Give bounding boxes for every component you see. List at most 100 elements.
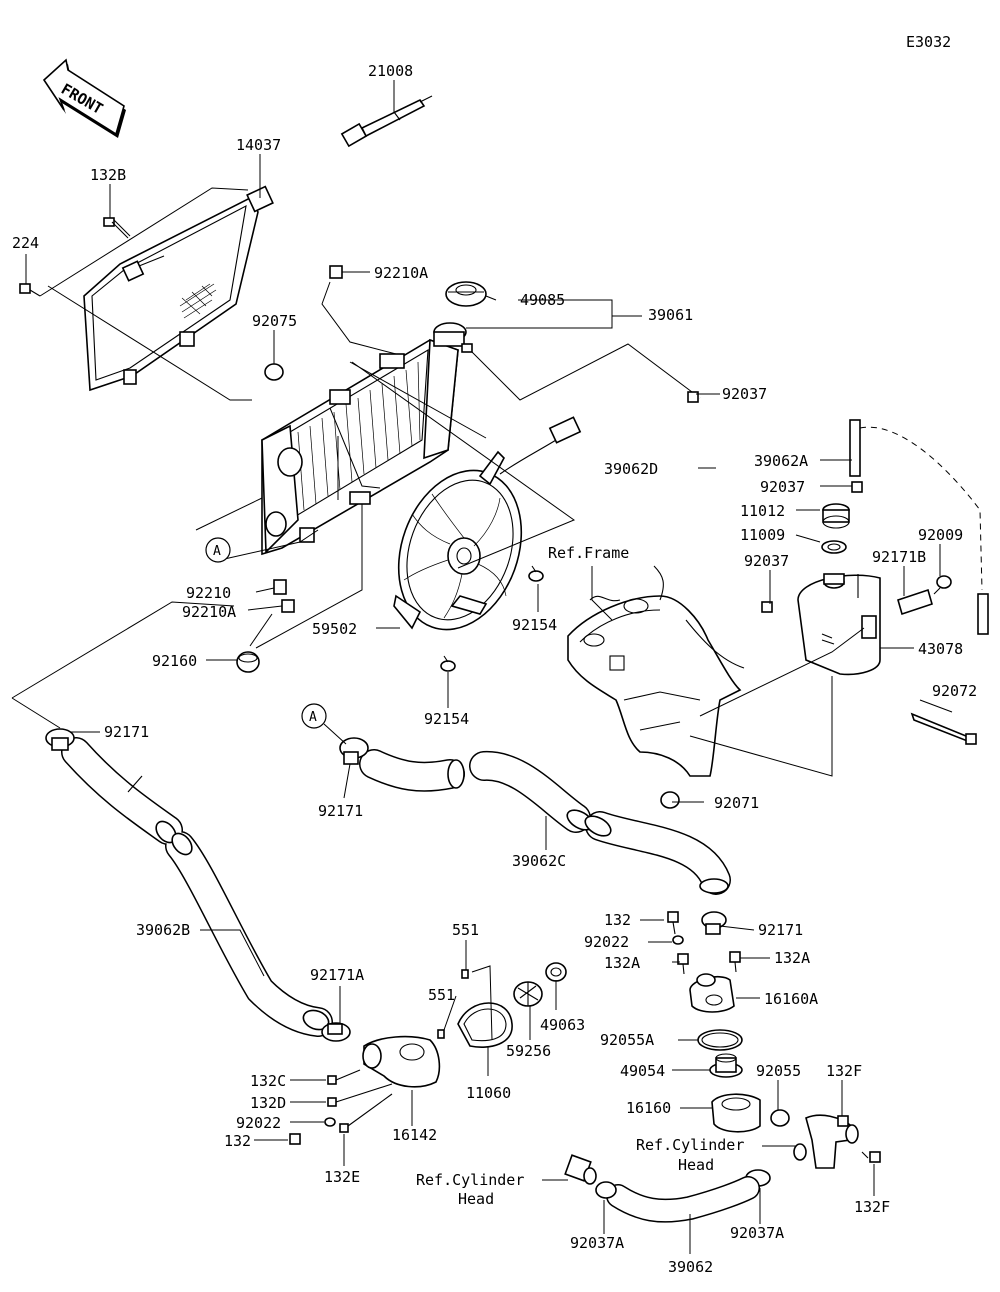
label-132E: 132E — [324, 1168, 360, 1186]
label-21008: 21008 — [368, 62, 413, 80]
diagram-code: E3032 — [906, 33, 951, 51]
label-92210A-top: 92210A — [374, 264, 428, 282]
thermostat-49054-icon — [709, 1053, 743, 1078]
label-39062B: 39062B — [136, 921, 190, 939]
svg-text:A: A — [213, 544, 221, 559]
bolt-132F-bottom-icon — [861, 1151, 881, 1163]
label-132F-bottom: 132F — [854, 1198, 890, 1216]
front-arrow-icon: FRONT — [42, 58, 126, 138]
label-132A-right: 132A — [774, 949, 810, 967]
bolt-132E-icon — [339, 1093, 393, 1133]
clip-92210-icon — [273, 579, 287, 595]
radiator-39061 — [261, 322, 473, 556]
label-132A-left: 132A — [604, 954, 640, 972]
grommet-92160-icon — [236, 651, 260, 673]
label-ref-cylinder-left-1: Ref.Cylinder — [416, 1171, 524, 1189]
outlet-fitting-icon — [805, 1114, 859, 1169]
label-11012: 11012 — [740, 502, 785, 520]
bolt-132B-icon — [103, 217, 131, 239]
part-labels: 21008 14037 132B 224 92210A 49085 39061 … — [12, 62, 977, 1276]
label-132B: 132B — [90, 166, 126, 184]
bolt-132A-right-icon — [729, 951, 741, 973]
label-92037-b: 92037 — [760, 478, 805, 496]
water-pump-cover-16142-icon — [362, 1035, 441, 1088]
label-14037: 14037 — [236, 136, 281, 154]
label-ref-cylinder-right-2: Head — [678, 1156, 714, 1174]
label-49054: 49054 — [620, 1062, 665, 1080]
gasket-11060-icon — [457, 1002, 513, 1048]
bolt-132C-icon — [327, 1069, 361, 1085]
bolt-132-bottom-icon — [289, 1133, 301, 1145]
hose-39062D-icon — [687, 391, 773, 613]
seal-49063-icon — [545, 962, 567, 982]
label-11009: 11009 — [740, 526, 785, 544]
grommet-92075-icon — [264, 363, 284, 381]
label-92022-right: 92022 — [584, 933, 629, 951]
label-92072: 92072 — [932, 682, 977, 700]
tank-cap-11012-icon — [822, 503, 850, 529]
hose-A-icon — [359, 749, 465, 792]
bolt-224-icon — [19, 283, 41, 297]
radiator-screen-14037 — [83, 185, 274, 392]
bolt-92009-icon — [933, 575, 952, 595]
label-92055A: 92055A — [600, 1031, 654, 1049]
callout-A-upper: A — [205, 537, 231, 563]
thermostat-housing-16160-icon — [711, 1093, 761, 1133]
label-132C: 132C — [250, 1072, 286, 1090]
bolt-92154-b-icon — [440, 655, 456, 672]
label-59502: 59502 — [312, 620, 357, 638]
label-ref-frame: Ref.Frame — [548, 544, 629, 562]
fan-switch-21008-icon — [340, 95, 433, 148]
thermostat-cover-16160A-icon — [689, 973, 735, 1013]
grommet-92071-icon — [660, 791, 680, 809]
label-92171-mid: 92171 — [318, 802, 363, 820]
label-92154-b: 92154 — [424, 710, 469, 728]
label-ref-cylinder-left-2: Head — [458, 1190, 494, 1208]
bolt-132-top-icon — [667, 911, 679, 935]
label-ref-cylinder-right-1: Ref.Cylinder — [636, 1136, 744, 1154]
clip-92210A-bottom-icon — [281, 599, 295, 613]
label-92037A-right: 92037A — [730, 1224, 784, 1242]
label-92037A-left: 92037A — [570, 1234, 624, 1252]
hose-39062C-icon — [469, 751, 731, 895]
cylinder-head-fitting-left-icon — [564, 1154, 597, 1185]
label-92171-right: 92171 — [758, 921, 803, 939]
clamp-92037A-left-icon — [595, 1181, 617, 1199]
label-92171-left: 92171 — [104, 723, 149, 741]
bolt-92154-a-icon — [528, 565, 544, 582]
label-92171A: 92171A — [310, 966, 364, 984]
label-224: 224 — [12, 234, 39, 252]
pipe-right-icon — [793, 1143, 807, 1161]
label-39062: 39062 — [668, 1258, 713, 1276]
label-551-top: 551 — [452, 921, 479, 939]
clamp-92171-left-icon — [45, 728, 75, 751]
label-92037-c: 92037 — [744, 552, 789, 570]
band-92072-icon — [910, 712, 977, 745]
label-92037-a: 92037 — [722, 385, 767, 403]
label-16142: 16142 — [392, 1126, 437, 1144]
label-92210A-bottom: 92210A — [182, 603, 236, 621]
impeller-59256-icon — [513, 981, 543, 1007]
o-ring-92055A-icon — [697, 1029, 743, 1051]
label-16160: 16160 — [626, 1099, 671, 1117]
frame-reference — [567, 565, 745, 777]
label-92022-left: 92022 — [236, 1114, 281, 1132]
label-132: 132 — [604, 911, 631, 929]
clamp-92037-b-icon — [851, 481, 863, 493]
svg-text:A: A — [309, 710, 317, 725]
label-39061: 39061 — [648, 306, 693, 324]
cooling-fan-59502 — [393, 416, 582, 631]
label-16160A: 16160A — [764, 990, 818, 1008]
label-92160: 92160 — [152, 652, 197, 670]
bolt-132F-top-icon — [837, 1115, 849, 1127]
radiator-cap-49085-icon — [445, 281, 487, 307]
label-49085: 49085 — [520, 291, 565, 309]
bracket-92171B-icon — [897, 588, 933, 616]
label-132-bottom: 132 — [224, 1132, 251, 1150]
label-39062D: 39062D — [604, 460, 658, 478]
label-132D: 132D — [250, 1094, 286, 1112]
label-92210: 92210 — [186, 584, 231, 602]
label-59256: 59256 — [506, 1042, 551, 1060]
label-92075: 92075 — [252, 312, 297, 330]
